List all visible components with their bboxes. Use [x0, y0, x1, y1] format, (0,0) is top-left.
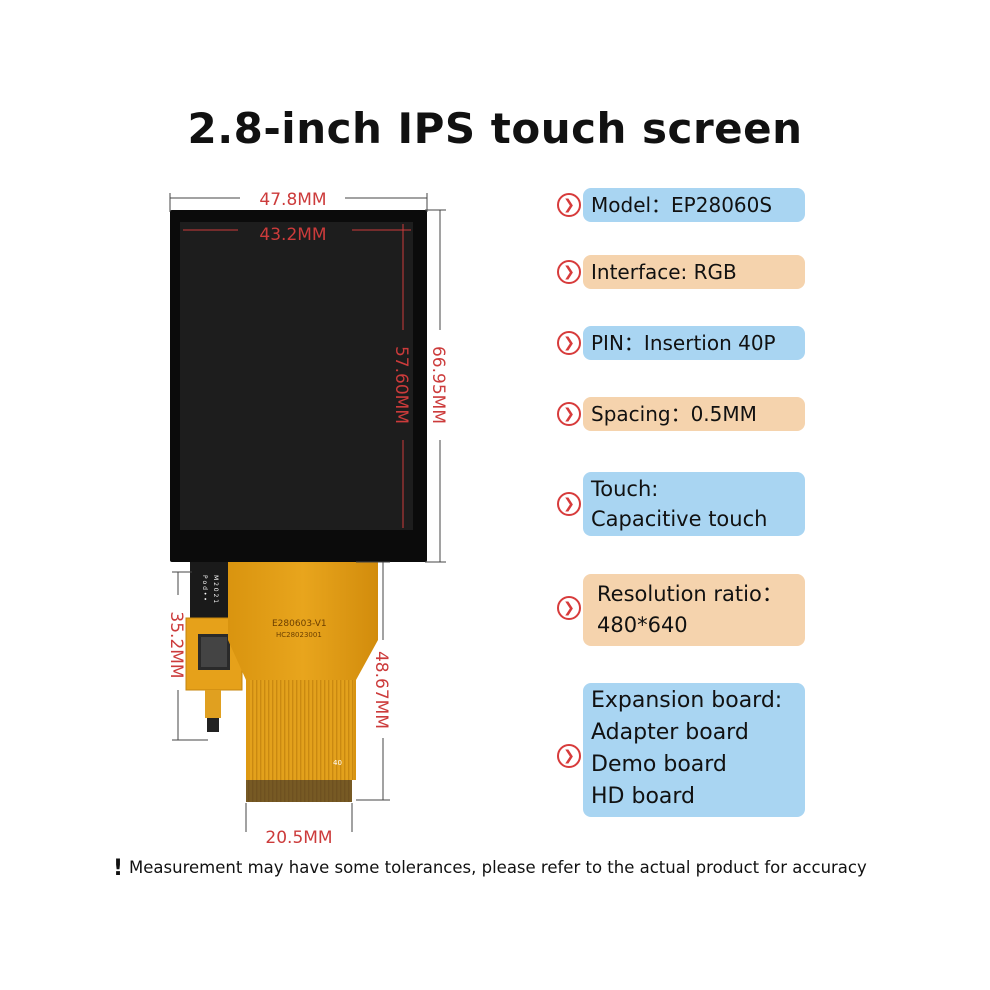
touch-tail-height-label: 35.2MM	[166, 611, 186, 678]
spec-text: Touch:	[591, 477, 659, 501]
spec-text: Interface: RGB	[591, 260, 737, 284]
spec-box: Resolution ratio： 480*640	[583, 574, 805, 646]
tolerance-note: ! Measurement may have some tolerances, p…	[113, 856, 867, 881]
spec-box: Expansion board: Adapter board Demo boar…	[583, 683, 805, 817]
display-fpc: E280603-V1 HC28023001 40	[228, 560, 378, 802]
touch-fpc: P o d • • M 2 0 2 1	[185, 560, 243, 732]
right-arrow-circle-icon: ❯	[557, 744, 581, 768]
spec-text: Adapter board	[591, 720, 749, 745]
page-title: 2.8-inch IPS touch screen	[187, 104, 803, 153]
spec-text: Model：EP28060S	[591, 193, 773, 217]
active-area-lines	[183, 224, 411, 528]
spec-text: HD board	[591, 784, 696, 809]
active-height-label: 57.60MM	[391, 346, 411, 424]
spec-text: 480*640	[597, 613, 688, 637]
svg-text:P o d • •: P o d • •	[201, 575, 208, 601]
note-text: Measurement may have some tolerances, pl…	[129, 858, 867, 877]
svg-text:M 2 0 2 1: M 2 0 2 1	[212, 575, 219, 603]
spec-text: Demo board	[591, 752, 727, 777]
right-arrow-circle-icon: ❯	[557, 596, 581, 620]
spec-item-resolution: ❯ Resolution ratio： 480*640	[557, 574, 807, 646]
spec-box: Touch: Capacitive touch	[583, 472, 805, 536]
spec-item-spacing: ❯ Spacing：0.5MM	[557, 397, 807, 431]
right-arrow-circle-icon: ❯	[557, 402, 581, 426]
fpc-pin-mark: 40	[333, 759, 342, 767]
spec-text: PIN：Insertion 40P	[591, 331, 776, 355]
tail-width-label: 20.5MM	[265, 828, 332, 848]
spec-text: Expansion board:	[591, 688, 783, 713]
right-arrow-circle-icon: ❯	[557, 492, 581, 516]
spec-text: Resolution ratio：	[597, 582, 783, 606]
spec-box: Interface: RGB	[583, 255, 805, 289]
spec-box: Spacing：0.5MM	[583, 397, 805, 431]
right-arrow-circle-icon: ❯	[557, 331, 581, 355]
dimension-lines	[169, 193, 446, 832]
spec-item-expansion: ❯ Expansion board: Adapter board Demo bo…	[557, 683, 807, 817]
fpc-code: HC28023001	[276, 631, 322, 639]
spec-item-model: ❯ Model：EP28060S	[557, 188, 807, 222]
right-arrow-circle-icon: ❯	[557, 193, 581, 217]
spec-box: PIN：Insertion 40P	[583, 326, 805, 360]
right-arrow-circle-icon: ❯	[557, 260, 581, 284]
lcd-panel	[170, 210, 427, 562]
outer-width-label: 47.8MM	[259, 190, 326, 210]
exclamation-icon: !	[113, 856, 124, 881]
fpc-label: E280603-V1	[272, 619, 327, 629]
spec-item-touch: ❯ Touch: Capacitive touch	[557, 472, 807, 536]
spec-text: Capacitive touch	[591, 507, 768, 531]
spec-item-interface: ❯ Interface: RGB	[557, 255, 807, 289]
outer-height-label: 66.95MM	[428, 346, 448, 424]
spec-box: Model：EP28060S	[583, 188, 805, 222]
active-width-label: 43.2MM	[259, 225, 326, 245]
spec-item-pin: ❯ PIN：Insertion 40P	[557, 326, 807, 360]
tail-height-label: 48.67MM	[371, 651, 391, 729]
spec-text: Spacing：0.5MM	[591, 402, 757, 426]
